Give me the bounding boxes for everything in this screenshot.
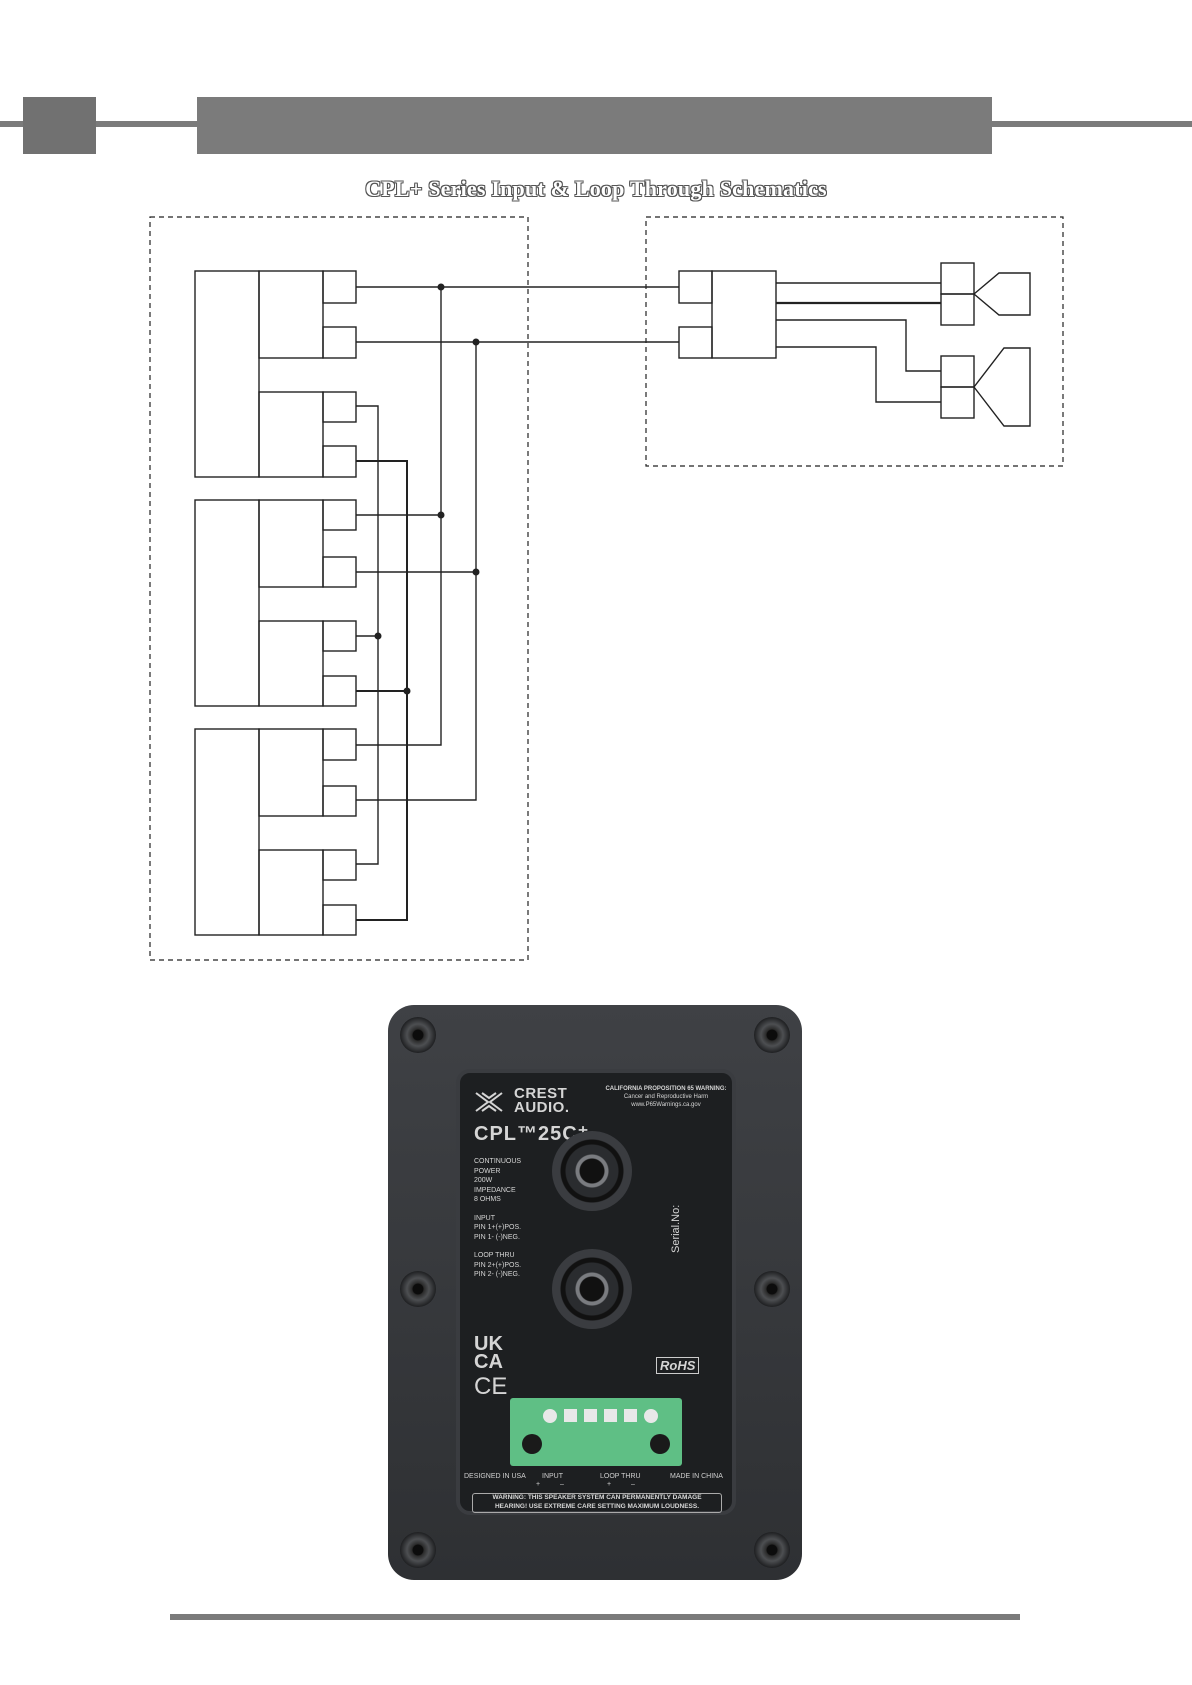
designed-in-label: DESIGNED IN USA bbox=[464, 1473, 526, 1480]
header-section-tab bbox=[23, 97, 96, 154]
loop-plus: + bbox=[607, 1481, 612, 1488]
amp-unit-2 bbox=[194, 499, 357, 707]
screw-icon bbox=[400, 1017, 436, 1053]
speaker-rear-panel: CREST AUDIO. CALIFORNIA PROPOSITION 65 W… bbox=[388, 1005, 802, 1580]
bus-wire-b bbox=[356, 341, 477, 801]
loop-thru-label: LOOP THRU bbox=[600, 1473, 641, 1480]
screw-icon bbox=[400, 1532, 436, 1568]
screw-icon bbox=[754, 1017, 790, 1053]
hearing-warning: WARNING: THIS SPEAKER SYSTEM CAN PERMANE… bbox=[472, 1493, 722, 1513]
terminal-screws bbox=[522, 1409, 670, 1454]
ce-mark: CE bbox=[474, 1373, 508, 1400]
made-in-label: MADE IN CHINA bbox=[670, 1473, 723, 1480]
input-plus: + bbox=[536, 1481, 541, 1488]
speakon-input-jack bbox=[552, 1131, 632, 1211]
screw-icon bbox=[754, 1532, 790, 1568]
euroblock-terminal bbox=[510, 1398, 682, 1466]
crest-logo-icon bbox=[475, 1092, 503, 1112]
serial-label: Serial.No: bbox=[670, 1204, 682, 1253]
driver-2 bbox=[940, 347, 1031, 427]
screw-icon bbox=[400, 1271, 436, 1307]
driver-1 bbox=[940, 262, 1031, 326]
speaker-connector bbox=[678, 270, 777, 359]
speakon-loop-jack bbox=[552, 1249, 632, 1329]
loop-minus: – bbox=[631, 1481, 635, 1488]
amp-unit-3 bbox=[194, 728, 357, 936]
rohs-mark: RoHS bbox=[656, 1357, 700, 1374]
amplifier-enclosure bbox=[149, 216, 529, 961]
brand-name: CREST AUDIO. bbox=[514, 1085, 570, 1116]
input-minus: – bbox=[560, 1481, 564, 1488]
prop65-warning: CALIFORNIA PROPOSITION 65 WARNING: Cance… bbox=[605, 1086, 727, 1108]
model-name: CPL™25C⁺ bbox=[474, 1123, 590, 1145]
header-title-bar bbox=[197, 97, 992, 154]
wiring-schematic bbox=[149, 216, 1064, 961]
bus-wire-a bbox=[356, 286, 442, 746]
page-title: CPL+ Series Input & Loop Through Schemat… bbox=[365, 176, 827, 201]
input-label: INPUT bbox=[542, 1473, 563, 1480]
footer-rule bbox=[170, 1614, 1020, 1620]
label-plate: CREST AUDIO. CALIFORNIA PROPOSITION 65 W… bbox=[456, 1069, 736, 1515]
junction-dots bbox=[374, 283, 480, 695]
speaker-enclosure bbox=[645, 216, 1064, 467]
amp-unit-1 bbox=[194, 270, 357, 478]
screw-icon bbox=[754, 1271, 790, 1307]
